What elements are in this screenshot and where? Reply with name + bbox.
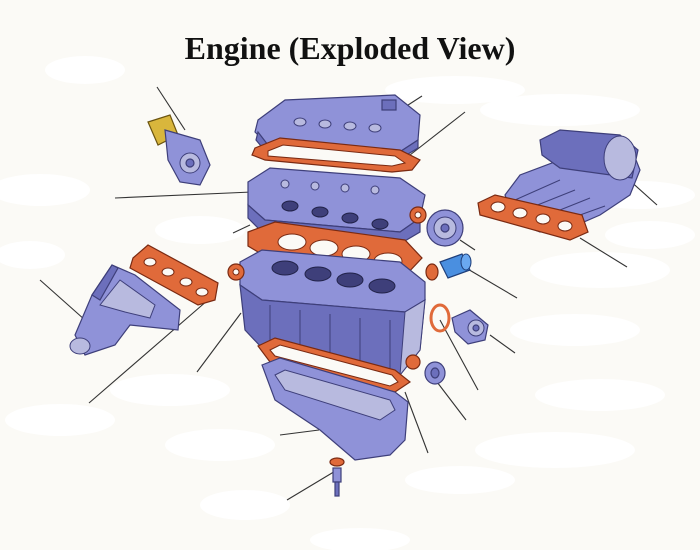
pump-gasket [429,303,451,333]
drain-plug [329,457,345,497]
exhaust-manifold [69,264,181,356]
label-blanks [0,56,695,550]
cylinder-head [247,167,426,246]
water-pump [451,309,489,345]
leader-lines [39,86,658,501]
oil-filter [425,253,472,281]
valve-cover-gasket-opening [267,144,407,167]
crankshaft-pulley [405,354,446,385]
cylinder-block [239,249,426,381]
oil-pan [261,357,409,461]
intake-manifold-gasket [477,194,589,241]
diagram-title: Engine (Exploded View) [184,30,516,66]
exhaust-manifold-gasket [129,244,219,306]
seal-right-hole [414,211,422,219]
camshaft-pulley [426,209,464,247]
oil-pan-gasket-opening [269,344,399,387]
seal-left-hole [232,268,240,276]
thermostat-housing [147,114,211,186]
